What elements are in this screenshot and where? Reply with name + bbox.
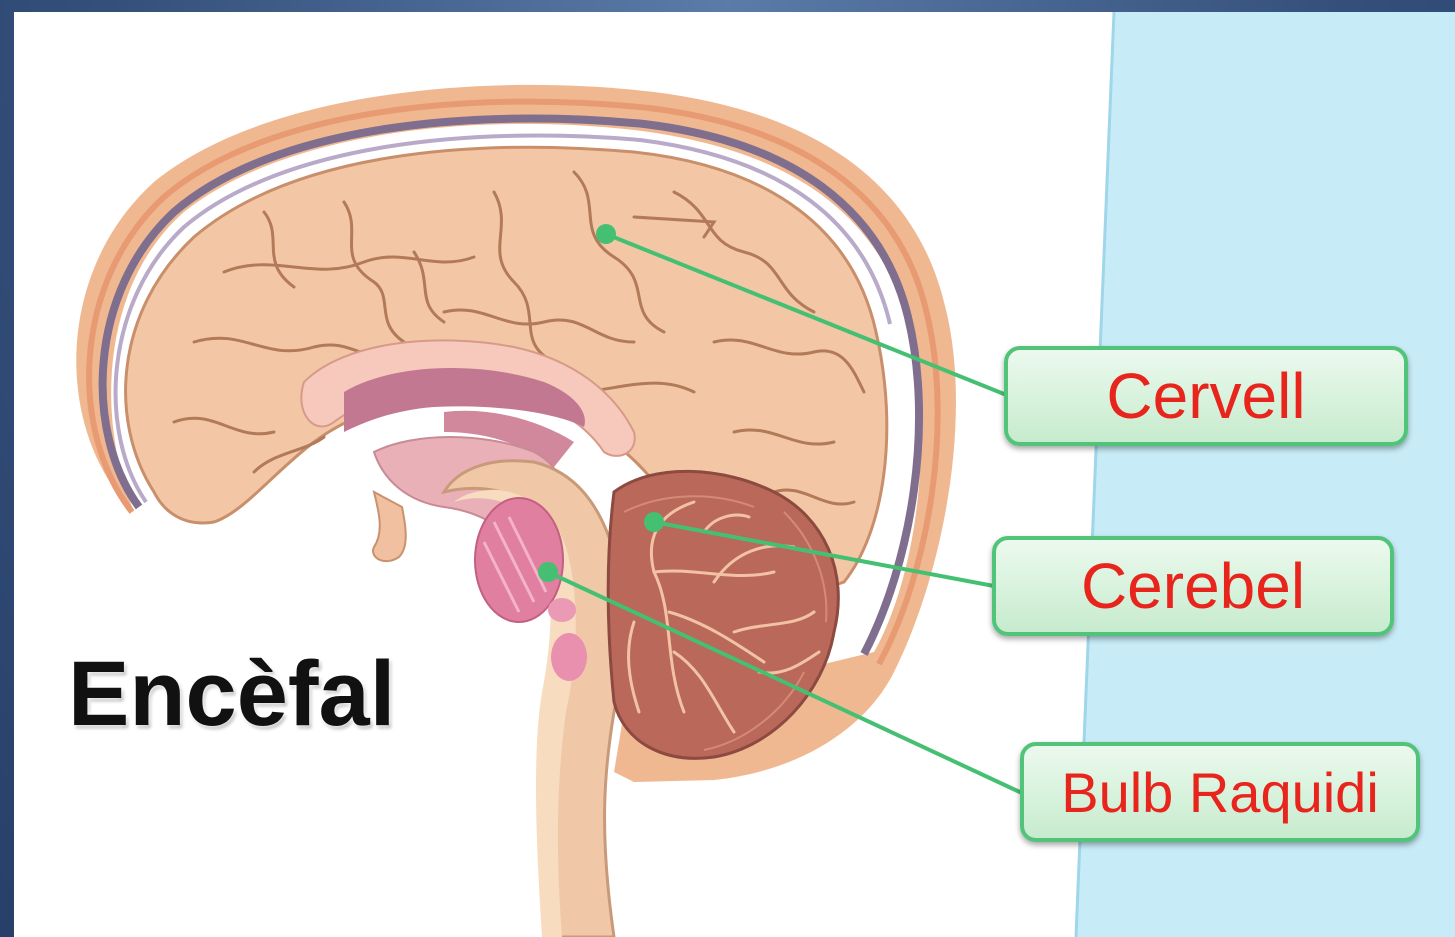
label-bulb-text: Bulb Raquidi: [1061, 760, 1379, 825]
diagram-title: Encèfal: [68, 642, 395, 747]
marker-cervell: [596, 224, 616, 244]
label-cerebel: Cerebel: [992, 536, 1394, 636]
marker-bulb: [538, 562, 558, 582]
label-cervell-text: Cervell: [1106, 359, 1305, 433]
medulla: [551, 633, 587, 681]
label-cervell: Cervell: [1004, 346, 1408, 446]
pons: [475, 498, 563, 622]
label-cerebel-text: Cerebel: [1081, 549, 1305, 623]
marker-cerebel: [644, 512, 664, 532]
diagram-canvas: Cervell Cerebel Bulb Raquidi Encèfal: [14, 12, 1455, 937]
label-bulb-raquidi: Bulb Raquidi: [1020, 742, 1420, 842]
